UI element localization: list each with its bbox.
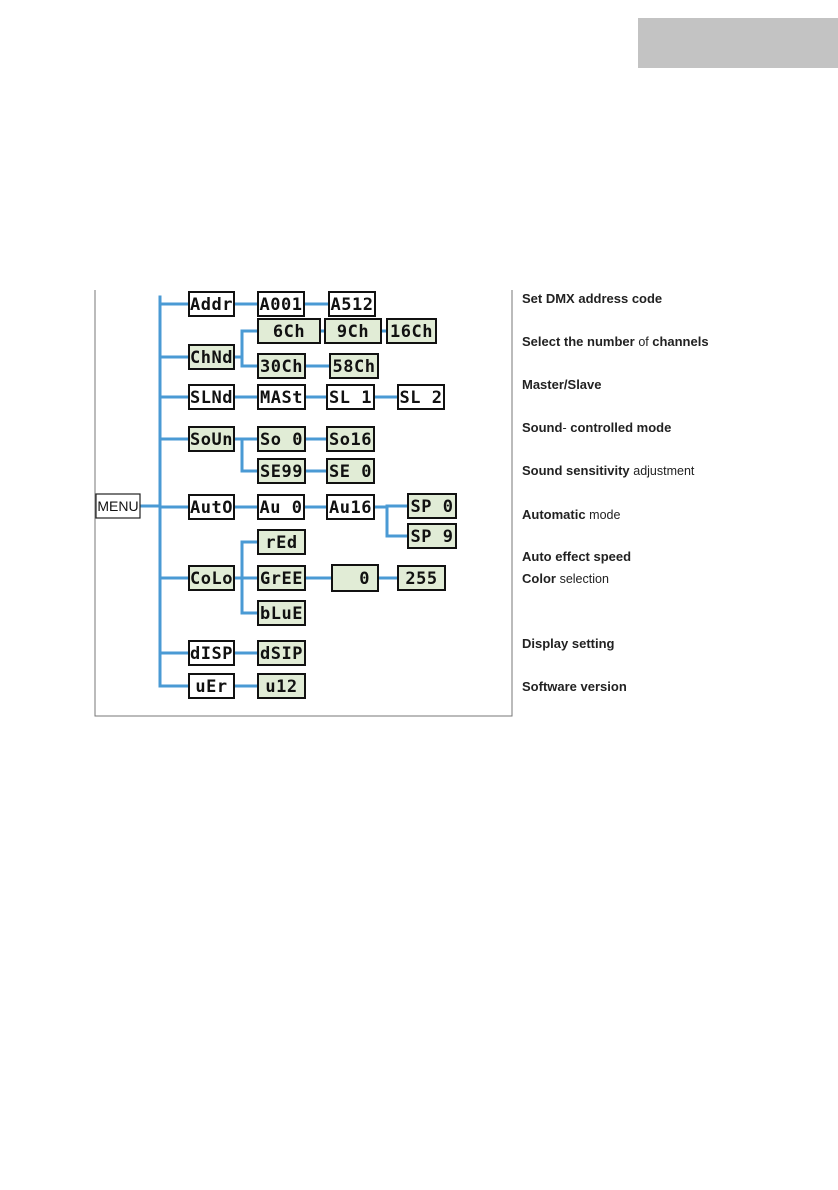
lcd-label-au0: Au 0 (260, 498, 303, 518)
lcd-label-a512: A512 (331, 295, 374, 315)
description-text: Sound (522, 420, 563, 435)
description-colo: Color selection (522, 571, 609, 586)
lcd-label-chnd: ChNd (190, 348, 233, 368)
lcd-node-gree: GrEE (257, 565, 306, 591)
lcd-label-se99: SE99 (260, 462, 303, 482)
lcd-node-val0: 0 (331, 564, 379, 592)
lcd-label-sl2: SL 2 (400, 388, 443, 408)
description-text: Display setting (522, 636, 615, 651)
description-addr: Set DMX address code (522, 291, 662, 306)
lcd-node-soun: SoUn (188, 426, 235, 452)
description-text: Master/Slave (522, 377, 602, 392)
lcd-label-gree: GrEE (260, 569, 303, 589)
description-text: Auto effect speed (522, 549, 632, 564)
lcd-node-dsip: dSIP (257, 640, 306, 666)
description-text: of (638, 335, 653, 349)
lcd-label-u12: u12 (265, 677, 297, 697)
lcd-node-so16: So16 (326, 426, 375, 452)
lcd-node-blue: bLuE (257, 600, 306, 626)
lcd-node-slnd: SLNd (188, 384, 235, 410)
description-disp: Display setting (522, 636, 614, 651)
description-text: selection (559, 572, 609, 586)
lcd-label-sp0: SP 0 (411, 497, 454, 517)
description-text: Color (522, 571, 560, 586)
lcd-node-sl1: SL 1 (326, 384, 375, 410)
lcd-node-chnd: ChNd (188, 344, 235, 370)
lcd-node-v255: 255 (397, 565, 446, 591)
lcd-label-soun: SoUn (190, 430, 233, 450)
lcd-node-au16: Au16 (326, 494, 375, 520)
lcd-node-sl2: SL 2 (397, 384, 445, 410)
lcd-label-sl1: SL 1 (329, 388, 372, 408)
lcd-node-se99: SE99 (257, 458, 306, 484)
lcd-node-mast: MASt (257, 384, 306, 410)
description-text: Software version (522, 679, 627, 694)
description-text: Set DMX address code (522, 291, 663, 306)
lcd-node-6ch: 6Ch (257, 318, 321, 344)
description-soun: Sound- controlled mode (522, 420, 671, 435)
menu-root-label: MENU (97, 498, 138, 514)
lcd-node-58ch: 58Ch (329, 353, 379, 379)
lcd-label-se0: SE 0 (329, 462, 372, 482)
lcd-node-16ch: 16Ch (386, 318, 437, 344)
lcd-node-30ch: 30Ch (257, 353, 306, 379)
description-text: channels (652, 334, 709, 349)
lcd-label-6ch: 6Ch (273, 322, 305, 342)
lcd-label-addr: Addr (190, 295, 233, 315)
diagram-frame (94, 290, 513, 717)
lcd-label-so0: So 0 (260, 430, 303, 450)
lcd-label-30ch: 30Ch (260, 357, 303, 377)
lcd-label-val0: 0 (359, 569, 370, 589)
page-tab-marker (638, 18, 838, 68)
lcd-label-slnd: SLNd (190, 388, 233, 408)
lcd-label-auto: AutO (190, 498, 233, 518)
description-auto: Automatic mode (522, 507, 620, 522)
lcd-label-a001: A001 (260, 295, 303, 315)
lcd-node-auto: AutO (188, 494, 235, 520)
description-sens: Sound sensitivity adjustment (522, 463, 694, 478)
menu-root-node: MENU (95, 493, 141, 519)
lcd-node-a001: A001 (257, 291, 305, 317)
lcd-label-58ch: 58Ch (333, 357, 376, 377)
description-text: Sound sensitivity (522, 463, 634, 478)
lcd-node-au0: Au 0 (257, 494, 305, 520)
lcd-label-red: rEd (265, 533, 297, 553)
lcd-node-se0: SE 0 (326, 458, 375, 484)
lcd-label-dsip: dSIP (260, 644, 303, 664)
lcd-label-colo: CoLo (190, 569, 233, 589)
lcd-node-u12: u12 (257, 673, 306, 699)
lcd-node-ver: uEr (188, 673, 235, 699)
description-text: Select the number (522, 334, 639, 349)
lcd-node-disp: dISP (188, 640, 235, 666)
description-text: adjustment (633, 464, 695, 478)
lcd-node-colo: CoLo (188, 565, 235, 591)
lcd-node-9ch: 9Ch (324, 318, 382, 344)
lcd-label-sp9: SP 9 (411, 527, 454, 547)
lcd-label-ver: uEr (195, 677, 227, 697)
lcd-node-a512: A512 (328, 291, 376, 317)
description-text: Automatic (522, 507, 590, 522)
description-ver: Software version (522, 679, 627, 694)
lcd-label-16ch: 16Ch (390, 322, 433, 342)
lcd-node-sp0: SP 0 (407, 493, 457, 519)
lcd-label-9ch: 9Ch (337, 322, 369, 342)
lcd-node-red: rEd (257, 529, 306, 555)
lcd-label-au16: Au16 (329, 498, 372, 518)
description-text: controlled mode (566, 420, 672, 435)
description-text: mode (589, 508, 621, 522)
lcd-node-addr: Addr (188, 291, 235, 317)
lcd-label-blue: bLuE (260, 604, 303, 624)
description-speed: Auto effect speed (522, 549, 631, 564)
lcd-label-mast: MASt (260, 388, 303, 408)
lcd-label-v255: 255 (405, 569, 437, 589)
description-text: - (562, 421, 567, 435)
description-chnd: Select the number of channels (522, 334, 709, 349)
description-slnd: Master/Slave (522, 377, 602, 392)
lcd-label-so16: So16 (329, 430, 372, 450)
lcd-node-sp9: SP 9 (407, 523, 457, 549)
lcd-node-so0: So 0 (257, 426, 306, 452)
lcd-label-disp: dISP (190, 644, 233, 664)
